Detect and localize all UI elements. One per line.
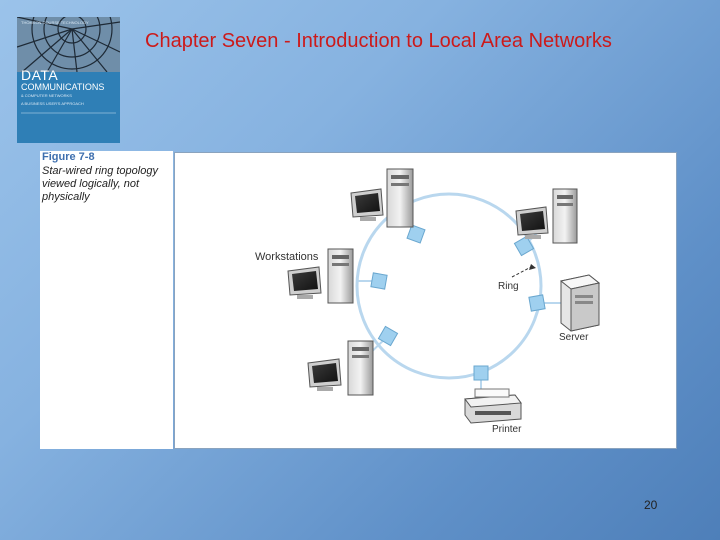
cover-publisher: THOMSON COURSE TECHNOLOGY <box>21 20 89 25</box>
star-wired-ring-diagram <box>287 168 601 424</box>
page-number: 20 <box>644 498 658 512</box>
figure-label: Figure 7-8 <box>42 151 95 163</box>
figure-caption-panel: Figure 7-8 Star-wired ring topology view… <box>40 151 173 449</box>
label-workstations: Workstations <box>255 251 319 263</box>
cover-subtitle-2: & COMPUTER NETWORKS <box>21 93 72 98</box>
workstation-icon <box>350 168 414 228</box>
label-ring: Ring <box>498 281 519 292</box>
ring-node <box>528 294 546 312</box>
workstation-icon <box>287 248 354 304</box>
server-icon <box>559 274 601 332</box>
figure-diagram-panel: Workstations Ring Server Printer <box>174 152 677 449</box>
cover-title: DATA <box>21 67 59 83</box>
ring-node <box>513 235 535 257</box>
cover-wheel-graphic <box>17 17 120 143</box>
book-cover-image: THOMSON COURSE TECHNOLOGY DATA COMMUNICA… <box>17 17 120 143</box>
ring-node <box>473 365 489 381</box>
printer-icon <box>464 388 522 424</box>
workstation-icon <box>307 340 374 396</box>
ring-node <box>406 224 426 244</box>
figure-caption: Star-wired ring topology viewed logicall… <box>42 165 158 203</box>
label-printer: Printer <box>492 424 522 435</box>
ring-path <box>355 192 543 380</box>
workstation-icon <box>515 188 578 244</box>
slide-title: Chapter Seven - Introduction to Local Ar… <box>145 30 612 52</box>
label-server: Server <box>559 332 589 343</box>
cover-subtitle: COMMUNICATIONS <box>21 82 105 92</box>
ring-node <box>377 325 399 347</box>
cover-small-text: A BUSINESS USER'S APPROACH <box>21 101 84 106</box>
ring-pointer-arrow <box>511 264 536 278</box>
ring-node <box>370 272 388 290</box>
